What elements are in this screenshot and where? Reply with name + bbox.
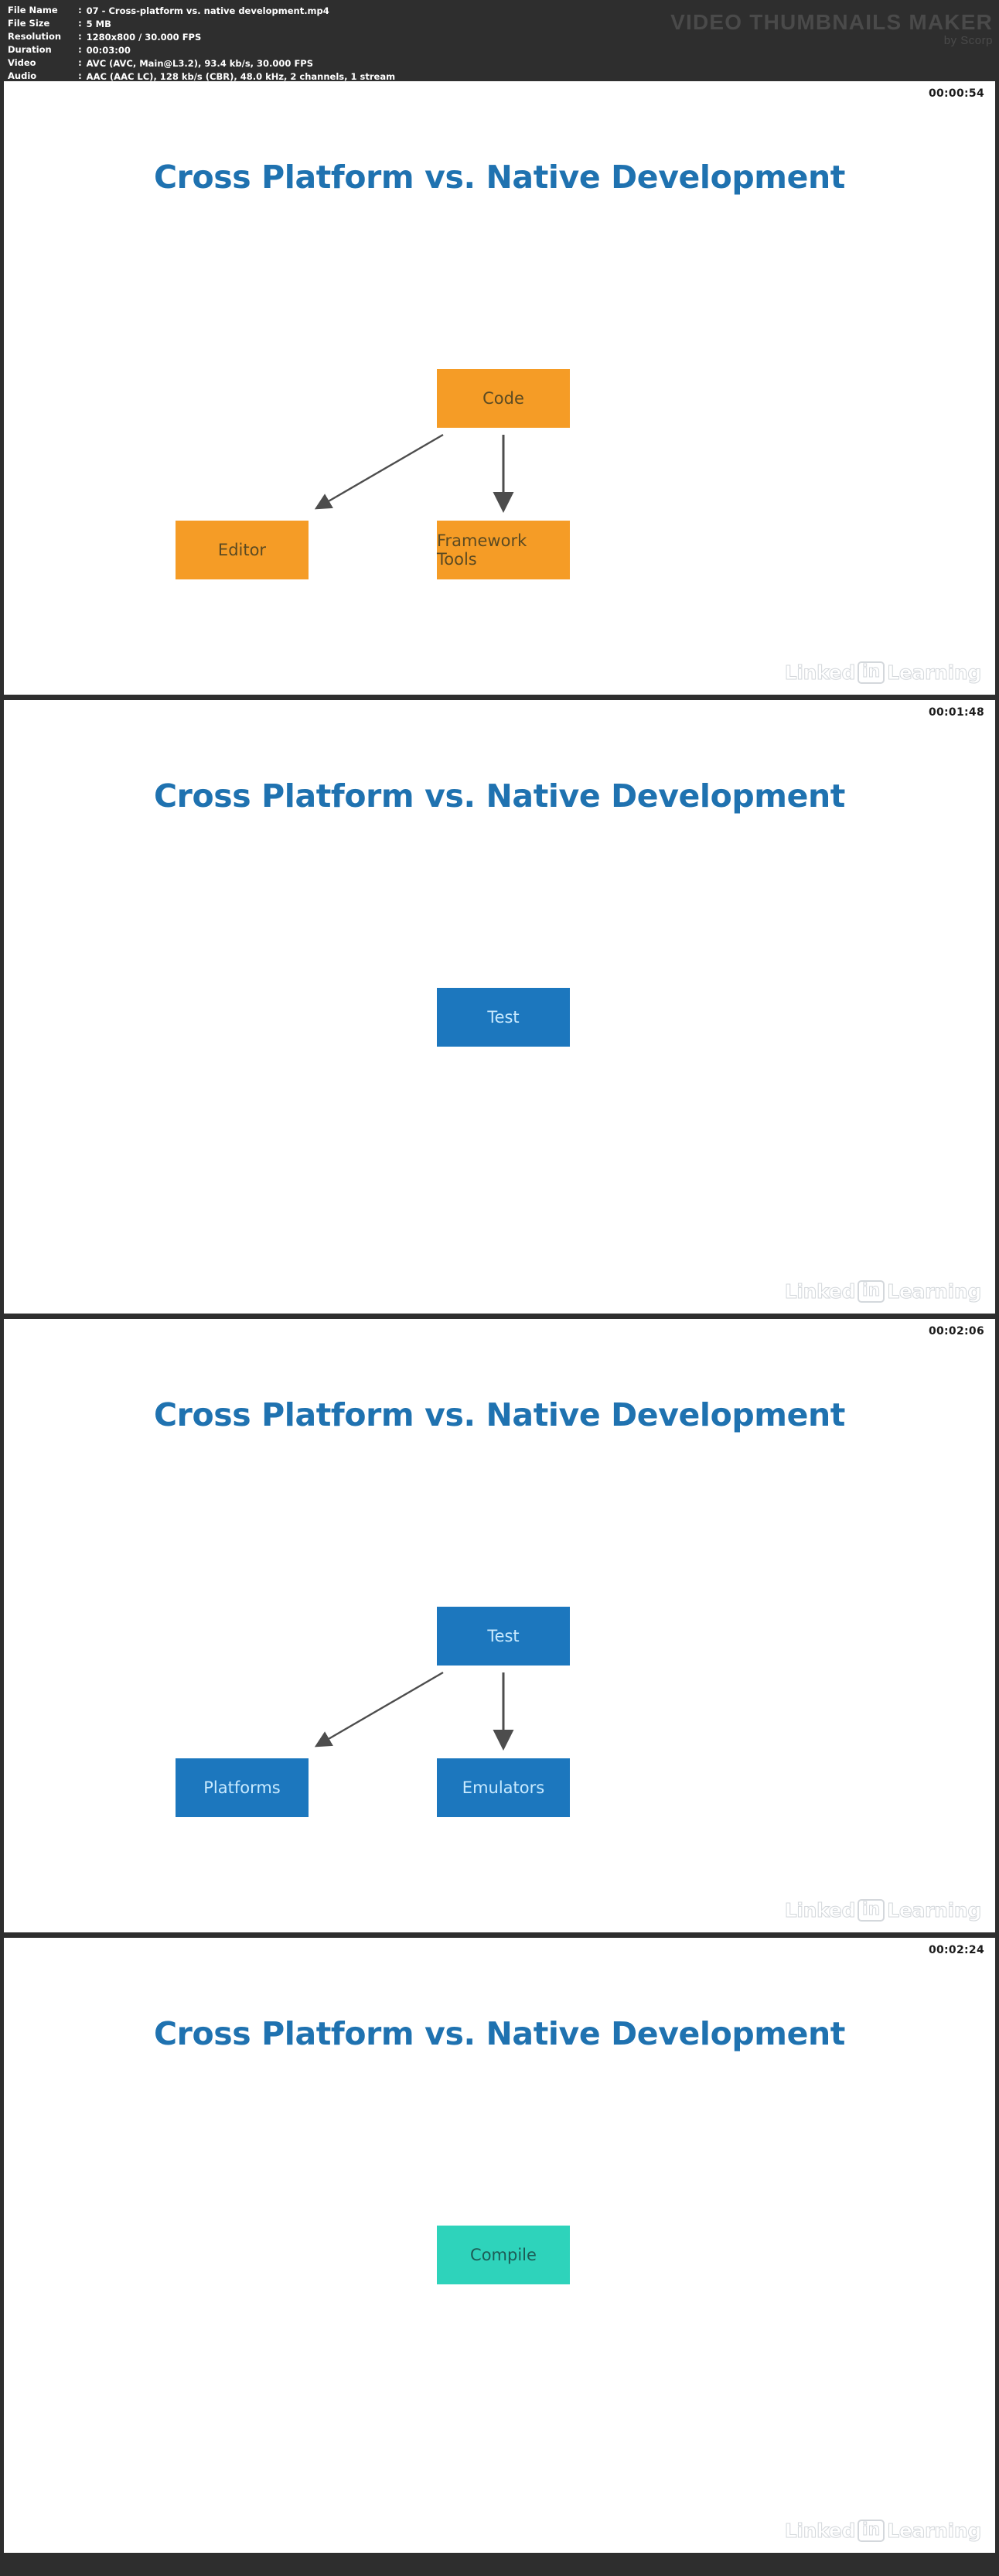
metadata-value: AAC (AAC LC), 128 kb/s (CBR), 48.0 kHz, … bbox=[86, 71, 396, 82]
metadata-colon: : bbox=[78, 70, 82, 81]
metadata-label: Video bbox=[8, 57, 36, 68]
app-author: by Scorp bbox=[943, 34, 993, 47]
diagram-node-root: Code bbox=[437, 369, 570, 428]
metadata-row-file-name: File Name : 07 - Cross-platform vs. nati… bbox=[8, 5, 396, 18]
thumbnail-frame-1[interactable]: 00:00:54 Cross Platform vs. Native Devel… bbox=[0, 81, 999, 700]
video-metadata-header: File Name : 07 - Cross-platform vs. nati… bbox=[0, 0, 999, 84]
diagram-node-right: Emulators bbox=[437, 1758, 570, 1817]
watermark-learning: Learning bbox=[887, 661, 982, 685]
watermark-linked: Linked bbox=[784, 1899, 856, 1922]
metadata-label: Duration bbox=[8, 44, 52, 55]
slide-title: Cross Platform vs. Native Development bbox=[153, 159, 846, 196]
metadata-colon: : bbox=[78, 57, 82, 68]
linkedin-learning-watermark: Linked in Learning bbox=[784, 661, 982, 685]
watermark-in-badge: in bbox=[858, 661, 885, 684]
diagram-node-right: Framework Tools bbox=[437, 521, 570, 579]
watermark-linked: Linked bbox=[784, 2520, 856, 2543]
frame-timestamp: 00:02:24 bbox=[928, 1944, 984, 1956]
watermark-linked: Linked bbox=[784, 661, 856, 685]
diagram-node-left: Editor bbox=[176, 521, 309, 579]
thumbnail-grid: 00:00:54 Cross Platform vs. Native Devel… bbox=[0, 81, 999, 2557]
app-branding: VIDEO THUMBNAILS MAKER by Scorp bbox=[670, 10, 993, 48]
metadata-colon: : bbox=[78, 18, 82, 29]
metadata-row-video: Video : AVC (AVC, Main@L3.2), 93.4 kb/s,… bbox=[8, 57, 396, 70]
frame-timestamp: 00:00:54 bbox=[928, 87, 984, 100]
watermark-learning: Learning bbox=[887, 2520, 982, 2543]
frame-timestamp: 00:01:48 bbox=[928, 706, 984, 719]
diagram-node-root: Test bbox=[437, 988, 570, 1047]
watermark-linked: Linked bbox=[784, 1280, 856, 1303]
linkedin-learning-watermark: Linked in Learning bbox=[784, 1280, 982, 1303]
arrow-root-to-left bbox=[314, 433, 444, 510]
metadata-value: 5 MB bbox=[86, 19, 111, 29]
arrow-root-to-left bbox=[314, 1671, 444, 1748]
thumbnail-frame-2[interactable]: 00:01:48 Cross Platform vs. Native Devel… bbox=[0, 700, 999, 1319]
linkedin-learning-watermark: Linked in Learning bbox=[784, 1899, 982, 1922]
metadata-label: File Name bbox=[8, 5, 58, 15]
frame-timestamp: 00:02:06 bbox=[928, 1325, 984, 1338]
metadata-label: Audio bbox=[8, 70, 37, 81]
metadata-colon: : bbox=[78, 31, 82, 42]
app-title: VIDEO THUMBNAILS MAKER bbox=[670, 10, 993, 34]
watermark-learning: Learning bbox=[887, 1280, 982, 1303]
metadata-rows: File Name : 07 - Cross-platform vs. nati… bbox=[8, 5, 396, 84]
metadata-colon: : bbox=[78, 5, 82, 15]
diagram-node-root: Test bbox=[437, 1607, 570, 1666]
metadata-label: Resolution bbox=[8, 31, 62, 42]
slide-title: Cross Platform vs. Native Development bbox=[153, 777, 846, 815]
metadata-colon: : bbox=[78, 44, 82, 55]
metadata-table: File Name : 07 - Cross-platform vs. nati… bbox=[8, 5, 396, 84]
metadata-value: AVC (AVC, Main@L3.2), 93.4 kb/s, 30.000 … bbox=[86, 58, 314, 69]
metadata-row-resolution: Resolution : 1280x800 / 30.000 FPS bbox=[8, 31, 396, 44]
linkedin-learning-watermark: Linked in Learning bbox=[784, 2520, 982, 2543]
metadata-value: 1280x800 / 30.000 FPS bbox=[86, 32, 202, 43]
metadata-row-audio: Audio : AAC (AAC LC), 128 kb/s (CBR), 48… bbox=[8, 70, 396, 84]
metadata-value: 00:03:00 bbox=[86, 45, 131, 56]
slide-title: Cross Platform vs. Native Development bbox=[153, 1396, 846, 1433]
thumbnail-frame-3[interactable]: 00:02:06 Cross Platform vs. Native Devel… bbox=[0, 1319, 999, 1938]
diagram-node-root: Compile bbox=[437, 2226, 570, 2284]
watermark-learning: Learning bbox=[887, 1899, 982, 1922]
metadata-row-duration: Duration : 00:03:00 bbox=[8, 44, 396, 57]
metadata-row-file-size: File Size : 5 MB bbox=[8, 18, 396, 31]
metadata-label: File Size bbox=[8, 18, 50, 29]
watermark-in-badge: in bbox=[858, 1899, 885, 1922]
watermark-in-badge: in bbox=[858, 2520, 885, 2542]
metadata-value: 07 - Cross-platform vs. native developme… bbox=[86, 5, 329, 16]
slide-title: Cross Platform vs. Native Development bbox=[153, 2015, 846, 2052]
watermark-in-badge: in bbox=[858, 1280, 885, 1303]
diagram-node-left: Platforms bbox=[176, 1758, 309, 1817]
thumbnail-frame-4[interactable]: 00:02:24 Cross Platform vs. Native Devel… bbox=[0, 1938, 999, 2557]
